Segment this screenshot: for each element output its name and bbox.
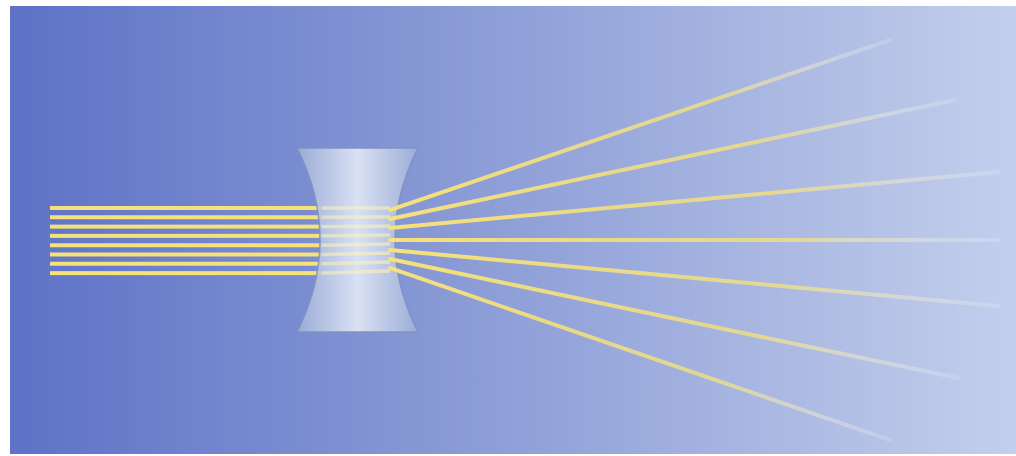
ray-in-lens — [322, 235, 390, 236]
ray-in-lens — [322, 244, 390, 245]
ray-in-lens — [322, 226, 390, 227]
top-border — [0, 0, 1016, 6]
ray-in-lens — [322, 271, 390, 273]
ray-in-lens — [322, 262, 390, 264]
ray-in-lens — [322, 253, 390, 255]
background-panel — [10, 6, 1016, 454]
